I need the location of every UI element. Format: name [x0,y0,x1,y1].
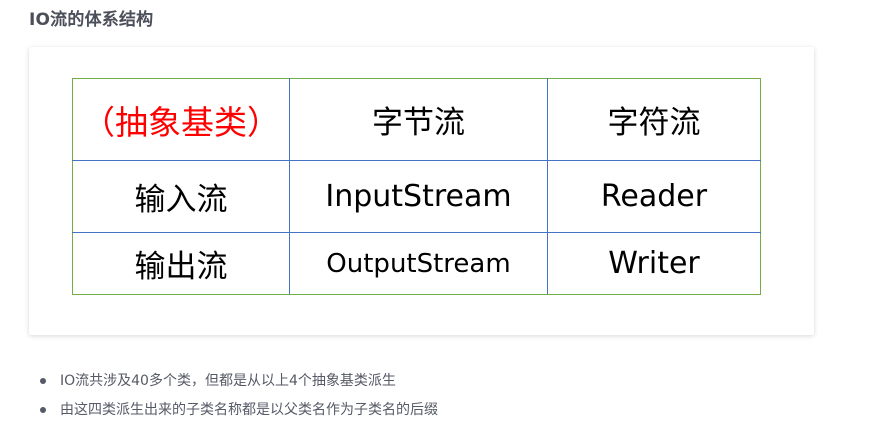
io-hierarchy-table: （抽象基类） 字节流 字符流 输入流 InputStream Reader 输出… [72,78,761,295]
table-row-input: 输入流 InputStream Reader [72,160,761,233]
header-cell-char-stream: 字符流 [547,78,761,161]
table-card: （抽象基类） 字节流 字符流 输入流 InputStream Reader 输出… [29,47,814,335]
header-cell-byte-stream: 字节流 [289,78,548,161]
table-row-output: 输出流 OutputStream Writer [72,232,761,295]
note-text: IO流共涉及40多个类，但都是从以上4个抽象基类派生 [60,373,396,389]
cell-outputstream: OutputStream [289,232,548,295]
list-item: IO流共涉及40多个类，但都是从以上4个抽象基类派生 [40,367,438,396]
table-header-row: （抽象基类） 字节流 字符流 [72,78,761,161]
bullet-icon [40,407,46,413]
bullet-icon [40,378,46,384]
list-item: 由这四类派生出来的子类名称都是以父类名作为子类名的后缀 [40,396,438,425]
section-heading: IO流的体系结构 [29,10,154,30]
row-label-input: 输入流 [72,160,290,233]
header-cell-abstract-base: （抽象基类） [72,78,290,161]
cell-inputstream: InputStream [289,160,548,233]
notes-list: IO流共涉及40多个类，但都是从以上4个抽象基类派生 由这四类派生出来的子类名称… [40,367,438,425]
note-text: 由这四类派生出来的子类名称都是以父类名作为子类名的后缀 [60,402,438,418]
cell-writer: Writer [547,232,761,295]
row-label-output: 输出流 [72,232,290,295]
cell-reader: Reader [547,160,761,233]
